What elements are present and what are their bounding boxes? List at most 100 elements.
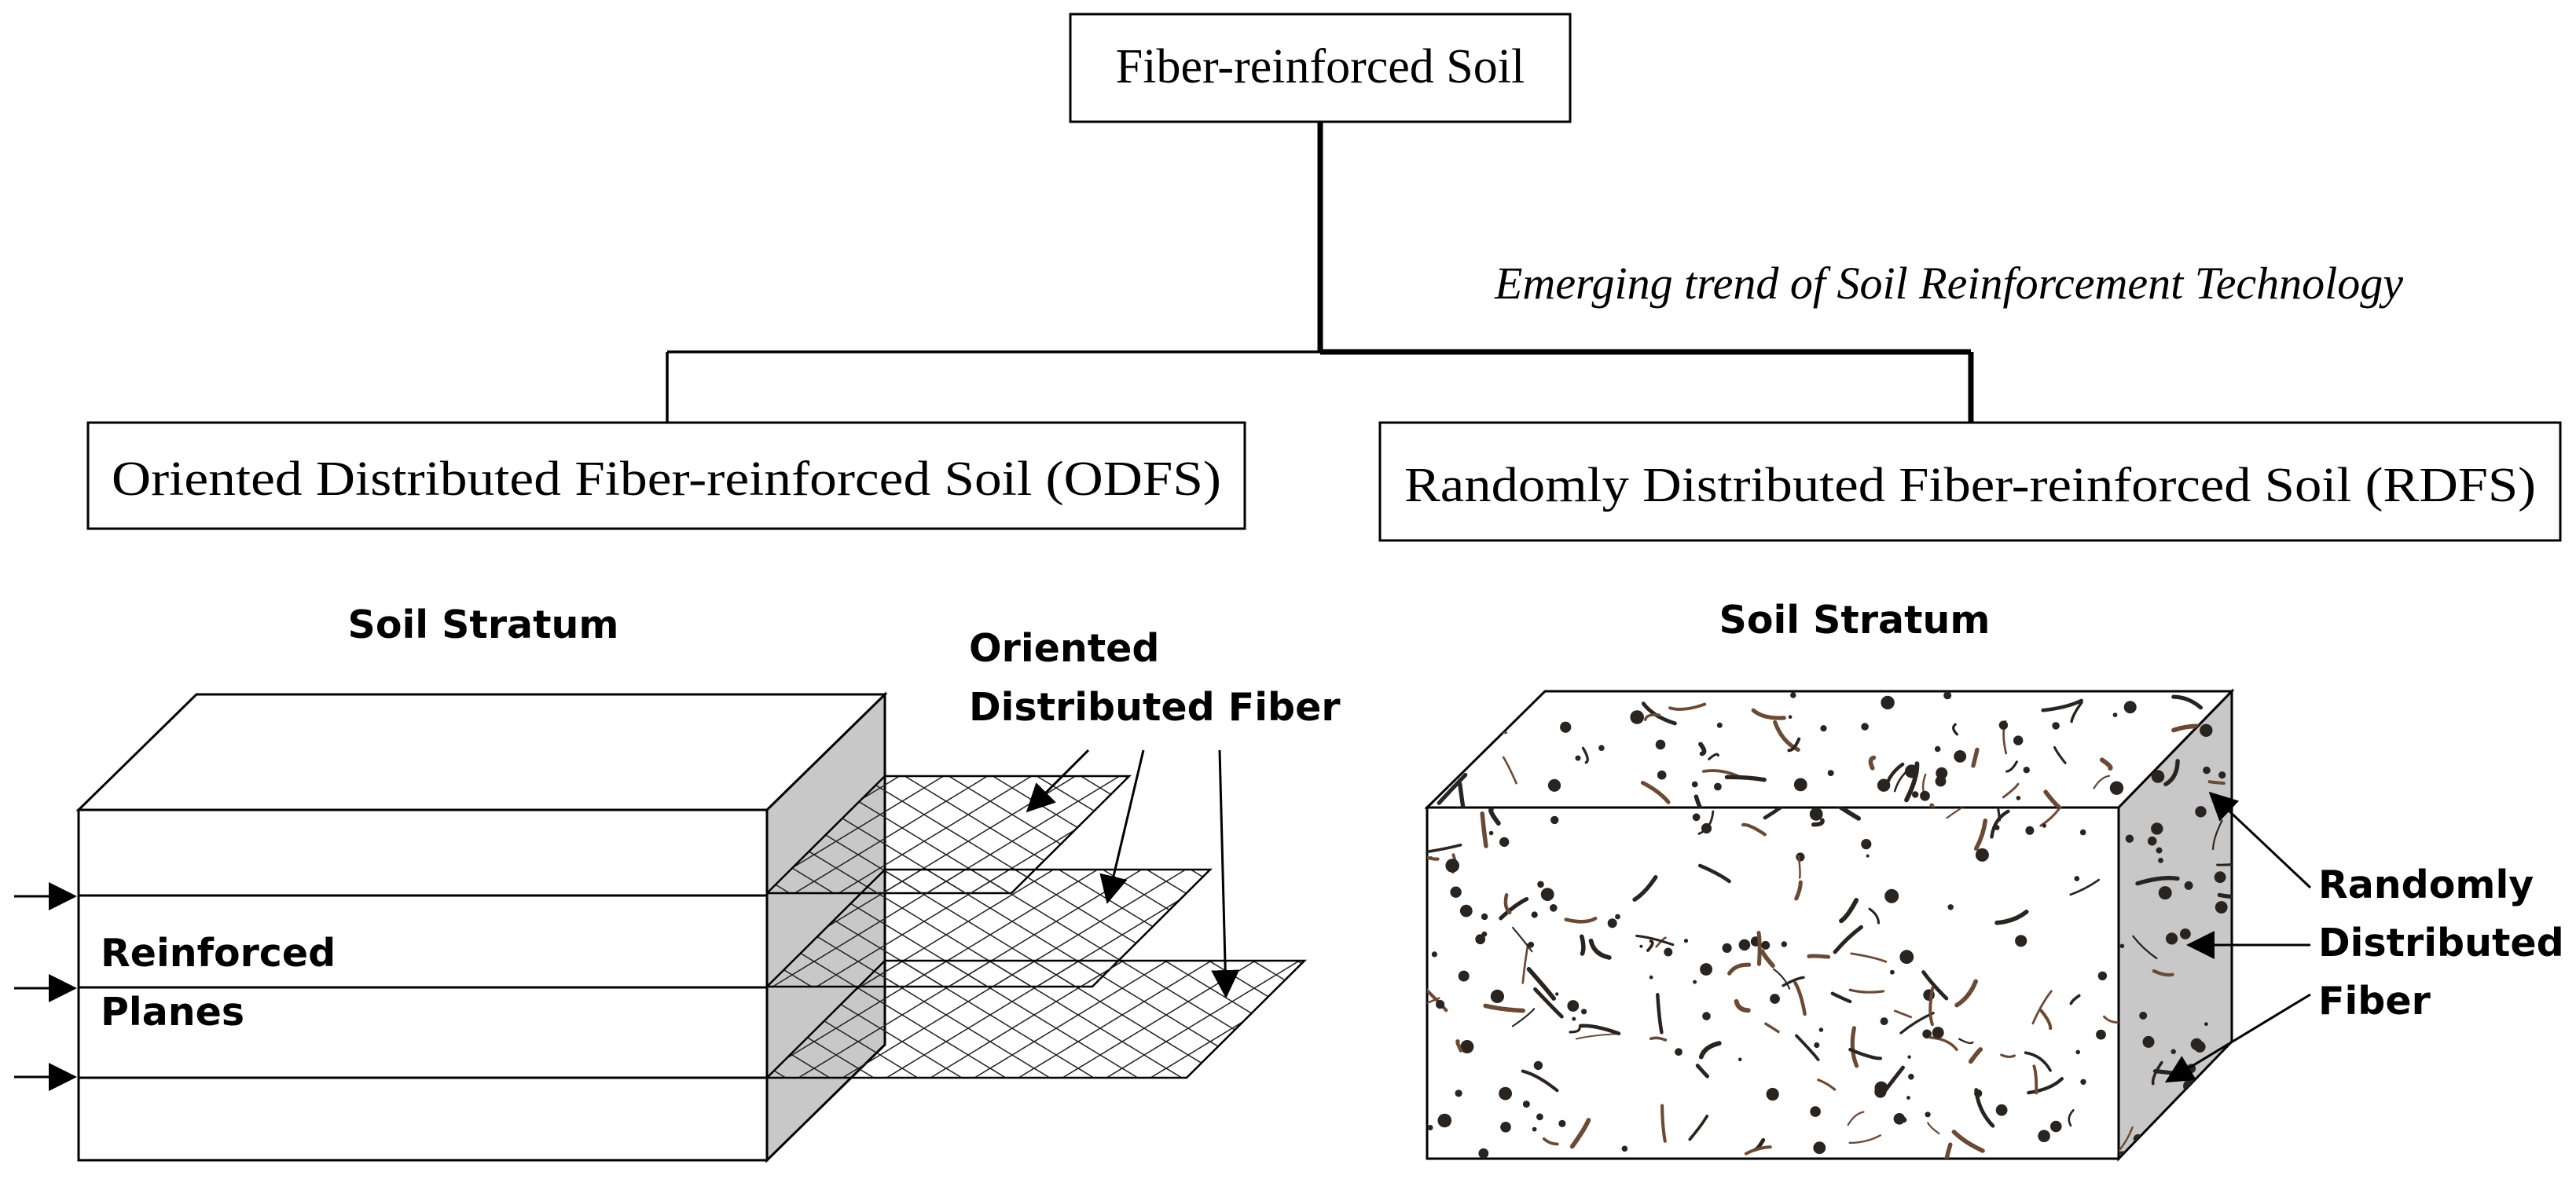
fiber-strand [1751, 708, 1786, 720]
fiber-speck [1809, 808, 1823, 821]
fiber-speck [1761, 940, 1771, 950]
rdfs-fiber-label-line2: Distributed [2318, 921, 2564, 965]
fiber-strand [1833, 925, 1863, 954]
fiber-strand [1811, 818, 1825, 827]
fiber-speck [1922, 1029, 1932, 1039]
planes-label-line2: Planes [101, 990, 244, 1035]
tree-connectors [666, 122, 1974, 424]
fiber-strand [1881, 1065, 1905, 1096]
fiber-speck [1738, 939, 1751, 951]
fiber-strand [1427, 855, 1440, 861]
fiber-speck [2184, 881, 2193, 890]
fiber-speck [1531, 911, 1538, 918]
planes-label-line1: Reinforced [101, 931, 336, 976]
fiber-speck [1954, 750, 1967, 763]
fiber-speck [1932, 1027, 1944, 1039]
fiber-speck [1478, 1148, 1489, 1159]
fiber-speck [1458, 970, 1470, 982]
fiber-speck [1738, 1057, 1742, 1061]
fiber-strand [1793, 981, 1807, 1016]
fiber-strand [1968, 1047, 1983, 1064]
fiber-speck [1818, 1027, 1824, 1032]
fiber-strand [1951, 1130, 1985, 1153]
fiber-speck [1702, 1012, 1711, 1020]
fiber-strand [1848, 1047, 1883, 1060]
fiber-speck [1905, 764, 1918, 778]
fiber-speck [2013, 735, 2024, 745]
fiber-speck [1974, 1089, 1983, 1097]
fiber-strand [1807, 954, 1831, 959]
fiber-speck [1558, 1119, 1566, 1127]
fiber-strand [1655, 936, 1667, 948]
fiber-speck [2023, 767, 2030, 774]
fiber-speck [1770, 994, 1780, 1004]
fiber-speck [1607, 918, 1617, 928]
fiber-speck [1943, 691, 1952, 700]
fiber-speck [2180, 928, 2191, 939]
fiber-strand [1741, 822, 1767, 837]
fiber-strand [2207, 780, 2226, 785]
fiber-strand [1921, 970, 1949, 1001]
block-top-face [75, 693, 888, 811]
rdfs-fiber-label-line3: Fiber [2318, 979, 2431, 1024]
fiber-speck [1500, 1122, 1511, 1133]
fiber-strand [1990, 809, 2010, 839]
fiber-strand [1830, 991, 1852, 1004]
fiber-strand [2053, 745, 2067, 764]
fiber-strand [1640, 780, 1671, 804]
fiber-speck [1427, 1125, 1433, 1130]
fiber-speck [1445, 859, 1459, 873]
fiber-strand [1644, 713, 1660, 721]
fiber-speck [1716, 722, 1723, 728]
fiber-strand [1772, 968, 1791, 990]
fiber-strand [1521, 1069, 1559, 1093]
fiber-speck [1692, 813, 1701, 822]
fiber-strand [1635, 934, 1675, 947]
fiber-strand [1884, 762, 1905, 789]
fiber-speck [1788, 715, 1793, 719]
fiber-strand [1952, 723, 1959, 736]
fiber-speck [1490, 989, 1504, 1003]
fiber-strand [1688, 1114, 1709, 1141]
fiber-speck [2050, 1120, 2062, 1133]
fiber-strand [1929, 803, 1943, 808]
random-fibers-front [1427, 808, 2119, 1159]
fiber-strand [1708, 753, 1719, 760]
fiber-strand [2002, 782, 2020, 799]
fiber-speck [2123, 701, 2137, 714]
fiber-speck [1581, 1009, 1587, 1015]
fiber-strand [1649, 1036, 1668, 1042]
fiber-strand [1734, 998, 1751, 1013]
fiber-speck [1533, 1060, 1543, 1071]
fiber-strand [2132, 935, 2158, 960]
fiber-strand [1847, 1111, 1865, 1126]
root-node: Fiber-reinforced Soil [1069, 13, 1572, 123]
fiber-speck [1861, 723, 1869, 731]
fiber-strand [1893, 1009, 1912, 1019]
fiber-strand [1848, 988, 1885, 994]
rdfs-fiber-label-line1: Randomly [2318, 863, 2534, 907]
rdfs-illustration: Soil Stratum Randomly Distributed Fiber [1424, 598, 2564, 1162]
fiber-speck [1488, 830, 1494, 836]
fiber-strand [1795, 1034, 1820, 1061]
fiber-speck [1550, 904, 1558, 912]
fiber-speck [1827, 770, 1834, 777]
fiber-strand [2093, 775, 2111, 789]
fiber-strand [1764, 1022, 1780, 1034]
fiber-speck [2171, 1121, 2185, 1136]
fiber-strand [1928, 986, 1935, 1027]
fiber-speck [1899, 950, 1914, 965]
random-block-front-face [1426, 806, 2120, 1160]
fiber-strand [2069, 878, 2101, 896]
fiber-strand [1760, 949, 1775, 969]
fiber-strand [1427, 997, 1440, 1005]
fiber-speck [1598, 745, 1605, 751]
fiber-strand [2000, 1053, 2016, 1058]
fiber-speck [2215, 901, 2228, 914]
fiber-strand [2068, 1109, 2075, 1127]
fiber-strand [2043, 789, 2065, 808]
fiber-speck [2214, 871, 2226, 884]
fiber-strand [2069, 994, 2081, 1005]
fiber-speck [1437, 1113, 1452, 1128]
